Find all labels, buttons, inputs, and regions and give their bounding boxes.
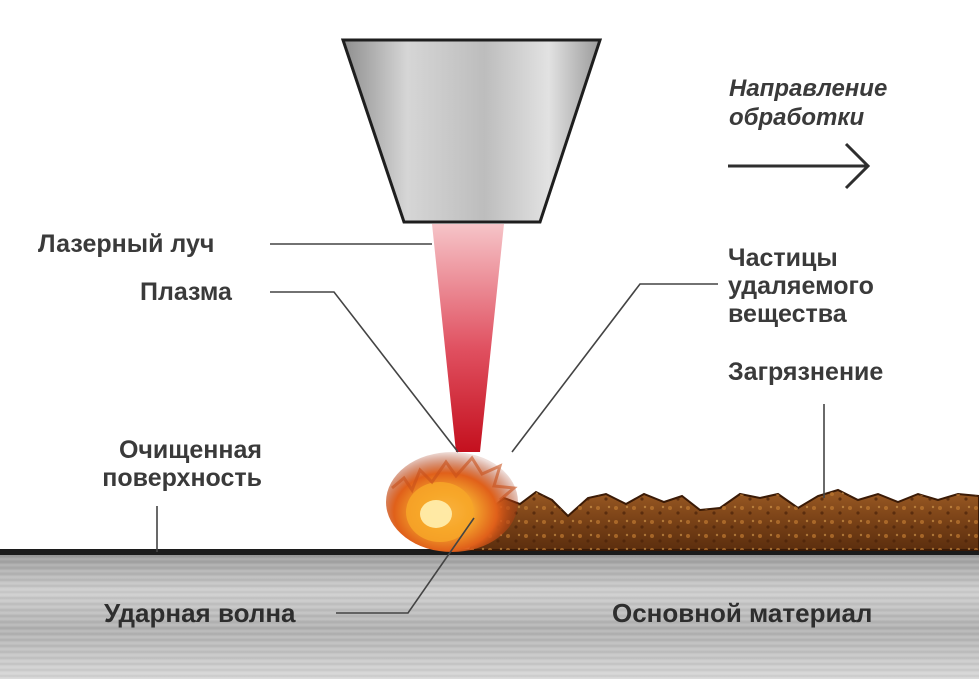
- direction-label: Направление обработки: [729, 75, 888, 131]
- laser-nozzle: [340, 38, 603, 224]
- leader-plasma: [270, 291, 459, 453]
- laser-beam-label: Лазерный луч: [38, 230, 215, 258]
- base-material-label: Основной материал: [612, 598, 873, 628]
- plasma-label: Плазма: [140, 278, 232, 306]
- surface-line: [0, 549, 979, 555]
- cleaned-surface-label: Очищенная поверхность: [102, 436, 262, 492]
- shock-wave-label: Ударная волна: [104, 598, 296, 628]
- contamination-label: Загрязнение: [728, 358, 884, 386]
- plasma-burst: [386, 452, 518, 552]
- particles-label: Частицы удаляемого вещества: [728, 244, 874, 328]
- direction-arrow: [728, 142, 871, 190]
- leader-shock-wave: [336, 517, 475, 614]
- leader-particles: [511, 283, 718, 453]
- laser-beam: [432, 224, 504, 452]
